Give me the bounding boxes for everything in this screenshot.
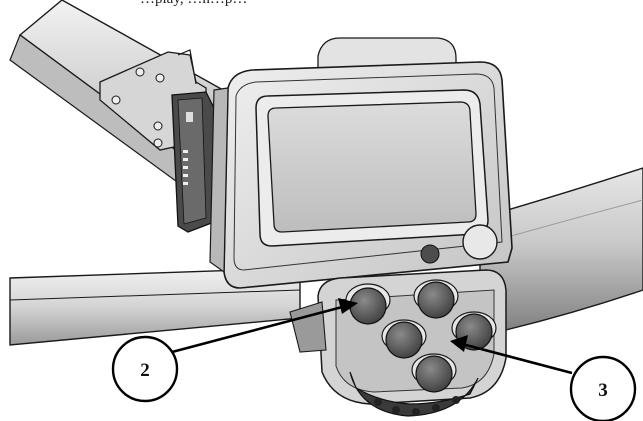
status-indicator-icon: [420, 244, 440, 264]
cropped-caption-text: …play, …n…p…: [140, 0, 247, 8]
callout-2-arrowhead-icon: [338, 298, 358, 314]
callout-2-circle: [111, 335, 179, 403]
callout-3-number: 3: [598, 380, 608, 401]
callout-2-arrow: [171, 304, 347, 354]
left-button-group: [345, 279, 459, 325]
control-button: [413, 279, 459, 319]
control-button: [381, 319, 427, 359]
callout-2-number: 2: [140, 360, 150, 381]
rubber-grip: [349, 371, 479, 417]
right-button-cluster: [381, 311, 497, 393]
control-button: [345, 283, 391, 325]
side-connector: [171, 91, 215, 233]
control-button: [411, 353, 457, 393]
callout-3: 3: [450, 335, 637, 421]
callout-3-arrowhead-icon: [450, 335, 468, 352]
display-screen: [255, 89, 489, 247]
callout-2: 2: [111, 298, 358, 403]
round-power-button: [462, 224, 498, 260]
callout-3-arrow: [461, 342, 573, 375]
callout-3-circle: [569, 355, 637, 421]
